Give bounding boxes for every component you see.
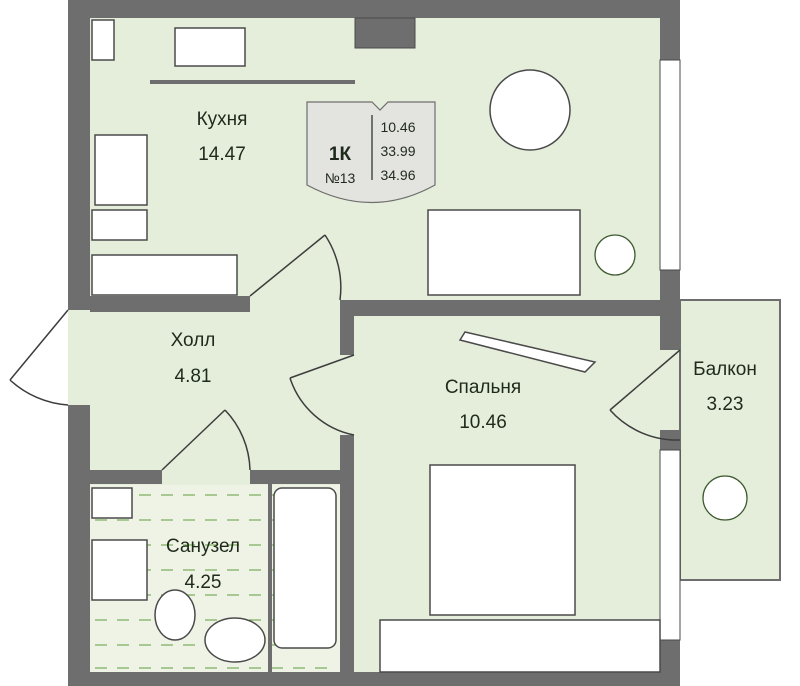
bathroom-area: 4.25 [185, 572, 222, 593]
apartment-number: №13 [325, 170, 356, 186]
vent-icon [91, 209, 148, 241]
bedroom-name: Спальня [445, 377, 521, 398]
sofa-icon [427, 209, 581, 296]
tv-icon [458, 331, 597, 373]
furniture [91, 19, 748, 673]
nightstands-icon [379, 619, 661, 673]
living-area: 10.46 [380, 119, 415, 135]
toilet-icon [154, 589, 196, 641]
balcony-area: 3.23 [707, 394, 744, 415]
kitchen-name: Кухня [197, 109, 248, 130]
hall-area: 4.81 [175, 366, 212, 387]
doors [9, 234, 681, 471]
plant-icon [702, 475, 748, 521]
washer-icon [91, 539, 148, 601]
plant-icon [594, 234, 636, 276]
hall-name: Холл [171, 330, 216, 351]
total-area: 33.99 [380, 143, 415, 159]
wardrobe-icon [91, 254, 238, 296]
bedroom-area: 10.46 [459, 412, 507, 433]
apartment-type: 1К [329, 144, 352, 165]
sink-icon [174, 27, 246, 67]
balcony-floor [679, 299, 781, 581]
dining-table-icon [489, 69, 571, 151]
apartment-badge: 1К №13 10.46 33.99 34.96 [306, 101, 436, 204]
vent-icon [91, 19, 115, 61]
balcony-name: Балкон [693, 359, 757, 380]
kitchen-area: 14.47 [198, 144, 246, 165]
bathtub-icon [273, 487, 337, 649]
total-area-with-balcony: 34.96 [380, 167, 415, 183]
bed-icon [429, 464, 576, 616]
stove-icon [94, 134, 148, 206]
washbasin-icon [204, 617, 266, 663]
walls [68, 0, 680, 686]
windows [68, 59, 681, 641]
vent-icon [91, 487, 133, 519]
bathroom-name: Санузел [166, 536, 240, 557]
